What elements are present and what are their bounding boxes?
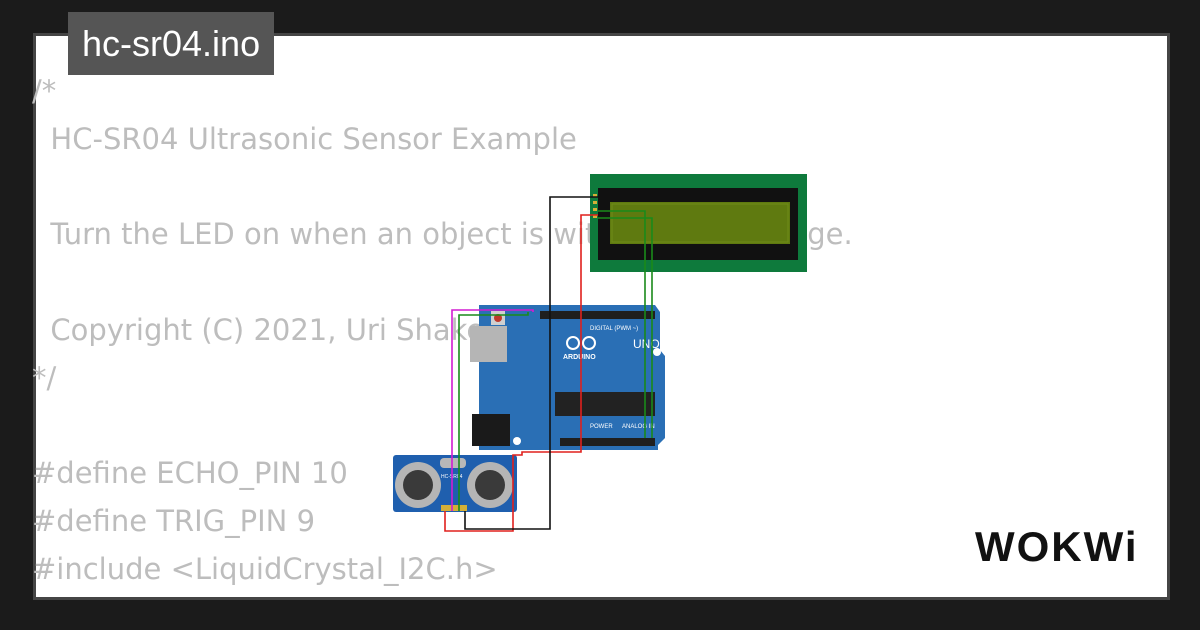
power-jack	[472, 414, 510, 446]
wokwi-logo: WOKWi	[975, 523, 1139, 570]
code-line: Copyright (C) 2021, Uri Shaked	[32, 312, 503, 347]
wire-scl	[598, 217, 653, 438]
code-line: /*	[32, 74, 57, 108]
sensor-crystal	[440, 458, 466, 468]
lcd-screen	[610, 202, 790, 244]
atmega-chip	[555, 392, 655, 416]
power-label: POWER	[590, 424, 613, 430]
file-title: hc-sr04.ino	[68, 12, 275, 75]
arduino-logo-right-icon	[582, 336, 596, 350]
uno-label: UNO	[633, 337, 660, 351]
hc-sr04-sensor[interactable]: HC-SR04	[393, 455, 517, 512]
wire-echo	[458, 312, 529, 511]
analog-label: ANALOG IN	[622, 424, 655, 430]
power-analog-header	[560, 438, 655, 446]
code-line: HC-SR04 Ultrasonic Sensor Example	[32, 121, 577, 156]
code-line: #define TRIG_PIN 9	[32, 504, 316, 539]
wire-sda	[598, 210, 646, 438]
code-line: #include <LiquidCrystal_I2C.h>	[32, 551, 498, 586]
sensor-pins	[441, 505, 467, 511]
wire-trig	[451, 309, 534, 511]
digital-label: DIGITAL (PWM ~)	[590, 326, 638, 332]
reset-button-cap	[494, 314, 502, 322]
code-line: #define ECHO_PIN 10	[32, 456, 348, 491]
arduino-uno-board[interactable]: UNO ARDUINO DIGITAL (PWM ~) POWER ANALOG…	[470, 305, 665, 450]
digital-header	[540, 311, 655, 319]
mount-hole	[653, 348, 661, 356]
lcd-pins	[593, 194, 597, 218]
arduino-logo-left-icon	[566, 336, 580, 350]
code-line: */	[32, 360, 57, 395]
lcd-display[interactable]	[590, 174, 807, 272]
lcd-screen-inner	[611, 203, 789, 243]
mount-hole	[513, 437, 521, 445]
wire-vcc	[444, 214, 598, 532]
wire-gnd	[464, 196, 598, 530]
arduino-label: ARDUINO	[563, 354, 596, 361]
usb-connector	[470, 326, 507, 362]
wires	[444, 196, 653, 532]
